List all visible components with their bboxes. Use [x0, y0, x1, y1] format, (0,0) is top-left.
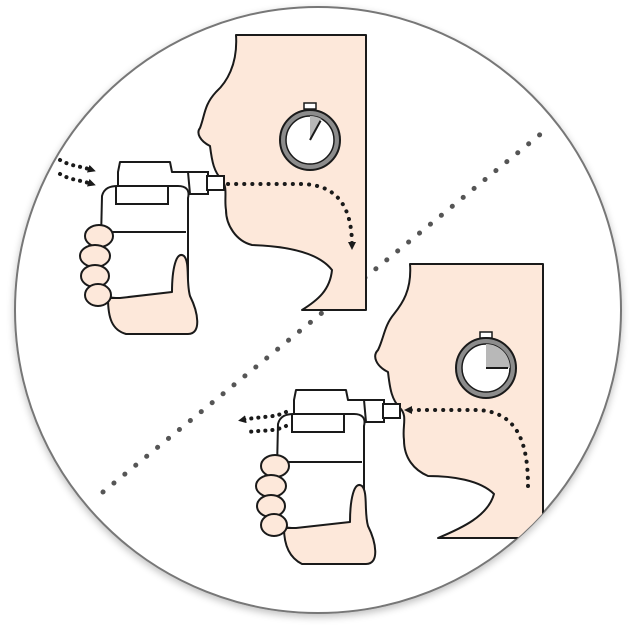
stopwatch-icon	[279, 102, 341, 171]
step-inhale	[58, 34, 367, 335]
step-exhale	[238, 263, 544, 565]
dotted-airflow-arrow-icon	[226, 182, 356, 250]
dotted-airflow-arrow-icon	[404, 406, 530, 488]
face-profile-icon	[374, 263, 544, 539]
dotted-airflow-arrow-icon	[238, 410, 288, 434]
stopwatch-icon	[455, 331, 517, 399]
hand-icon	[255, 454, 377, 565]
timer-hand	[309, 120, 322, 141]
timer-elapsed-fill	[486, 344, 510, 368]
divider-dotted-line	[100, 125, 551, 495]
inhaler-device-icon	[274, 389, 401, 529]
hand-icon	[79, 224, 199, 335]
